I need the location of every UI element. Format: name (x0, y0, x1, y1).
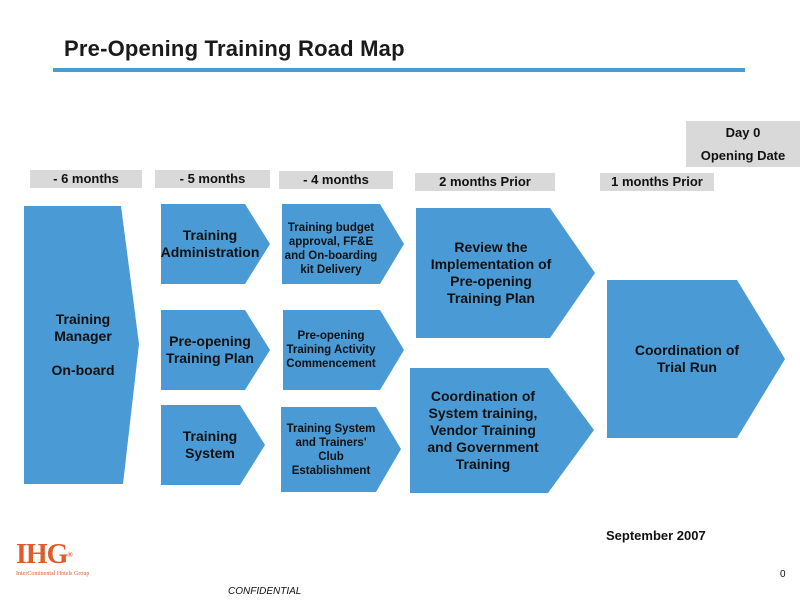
milestone-1-months-prior: 1 months Prior (600, 173, 714, 191)
arrow-coordination-system (410, 368, 594, 493)
arrow-review-implementation (416, 208, 595, 338)
arrow-training-system (161, 405, 265, 485)
step-activity-commencement: Pre-opening Training Activity Commenceme… (286, 330, 376, 370)
opening-date-label: Opening Date (700, 148, 786, 163)
arrow-coordination-trial-run (607, 280, 785, 438)
page-number: 0 (780, 569, 786, 580)
step-trainers-club: Training System and Trainers' Club Estab… (286, 422, 376, 477)
step-training-system: Training System (182, 428, 238, 461)
arrow-budget-approval (282, 204, 404, 284)
logo-registered: ® (67, 551, 72, 559)
step-training-manager: Training Manager On-board (51, 311, 115, 378)
arrow-preopening-training-plan (161, 310, 270, 390)
step-training-administration: Training Administration (160, 227, 260, 260)
date-label: September 2007 (606, 528, 706, 543)
arrow-training-manager (24, 206, 139, 484)
ihg-logo: IHG® InterContinental Hotels Group (16, 541, 90, 578)
arrow-training-administration (161, 204, 270, 284)
step-preopening-training-plan: Pre-opening Training Plan (166, 333, 254, 366)
day-0-opening-date: Day 0 Opening Date (686, 121, 800, 167)
confidential-label: CONFIDENTIAL (228, 586, 302, 597)
page-title: Pre-Opening Training Road Map (64, 36, 405, 61)
milestone-2-months-prior: 2 months Prior (415, 173, 555, 191)
logo-subtitle: InterContinental Hotels Group (16, 571, 90, 577)
arrow-activity-commencement (283, 310, 404, 390)
day-0-label: Day 0 (725, 125, 761, 140)
step-coordination-trial-run: Coordination of Trial Run (634, 342, 740, 375)
milestone-5-months: - 5 months (155, 170, 270, 188)
step-coordination-system: Coordination of System training, Vendor … (427, 388, 539, 472)
logo-mark: IHG® (16, 541, 89, 569)
title-rule (53, 68, 745, 72)
step-review-implementation: Review the Implementation of Pre-opening… (430, 239, 552, 306)
logo-mark-text: IHG (16, 539, 68, 570)
milestone-4-months: - 4 months (279, 171, 393, 189)
milestone-6-months: - 6 months (30, 170, 142, 188)
step-budget-approval: Training budget approval, FF&E and On-bo… (284, 222, 378, 276)
arrow-trainers-club (281, 407, 401, 492)
